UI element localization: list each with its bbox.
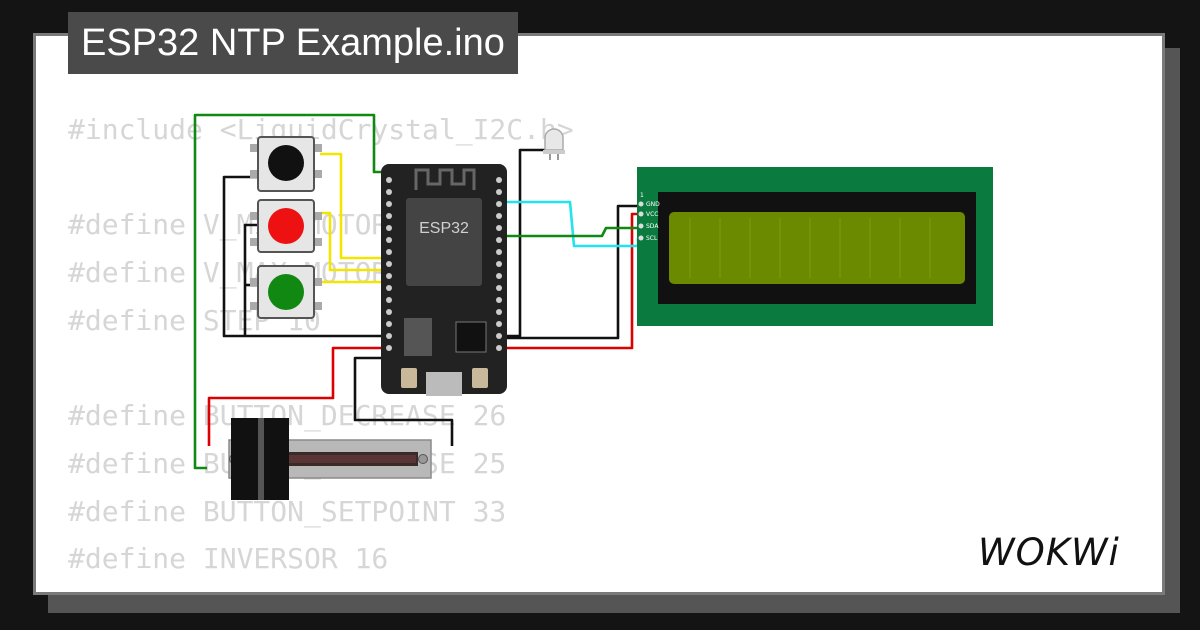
button-cap xyxy=(268,145,304,181)
black-wire-btn1 xyxy=(222,175,390,338)
button-cap xyxy=(268,274,304,310)
yellow-wire-btn1 xyxy=(320,152,390,260)
lcd-pin-label: VCC xyxy=(646,211,658,218)
code-line: #define TACO 34 xyxy=(68,583,574,592)
green-wire-lcd-sda xyxy=(500,226,642,238)
led[interactable] xyxy=(543,128,565,160)
red-wire-pot xyxy=(207,346,390,446)
pushbutton-green[interactable] xyxy=(250,265,322,319)
code-line: #define BUTTON_SETPOINT 33 xyxy=(68,494,507,528)
slide-potentiometer[interactable] xyxy=(228,418,432,500)
pushbutton-red[interactable] xyxy=(250,199,322,253)
lcd-pin-label: SDA xyxy=(646,223,659,230)
button-cap xyxy=(268,208,304,244)
pushbutton-black[interactable] xyxy=(250,136,322,192)
brand-wordmark: WOKWi xyxy=(978,531,1120,574)
black-wire-btn2 xyxy=(243,223,258,336)
project-title: ESP32 NTP Example.ino xyxy=(68,12,518,74)
lcd-display[interactable]: 1 GND VCC SDA SCL xyxy=(637,167,993,326)
lcd-pin-label: GND xyxy=(646,201,660,208)
yellow-wire-btn2 xyxy=(320,211,390,272)
black-wire-led xyxy=(500,148,553,338)
esp32-chip-label: ESP32 xyxy=(419,220,469,237)
black-wire-lcd-gnd xyxy=(500,204,642,340)
esp32-board[interactable]: ESP32 xyxy=(381,164,507,396)
lcd-pin-label: SCL xyxy=(646,235,658,242)
lcd-pin-one: 1 xyxy=(640,192,644,199)
code-line: #define BUTTON_DECREASE 26 xyxy=(68,399,507,433)
wokwi-logo: WOKWi xyxy=(978,531,1120,574)
black-wire-pot xyxy=(353,356,454,446)
code-line: #define INVERSOR 16 xyxy=(68,542,389,576)
